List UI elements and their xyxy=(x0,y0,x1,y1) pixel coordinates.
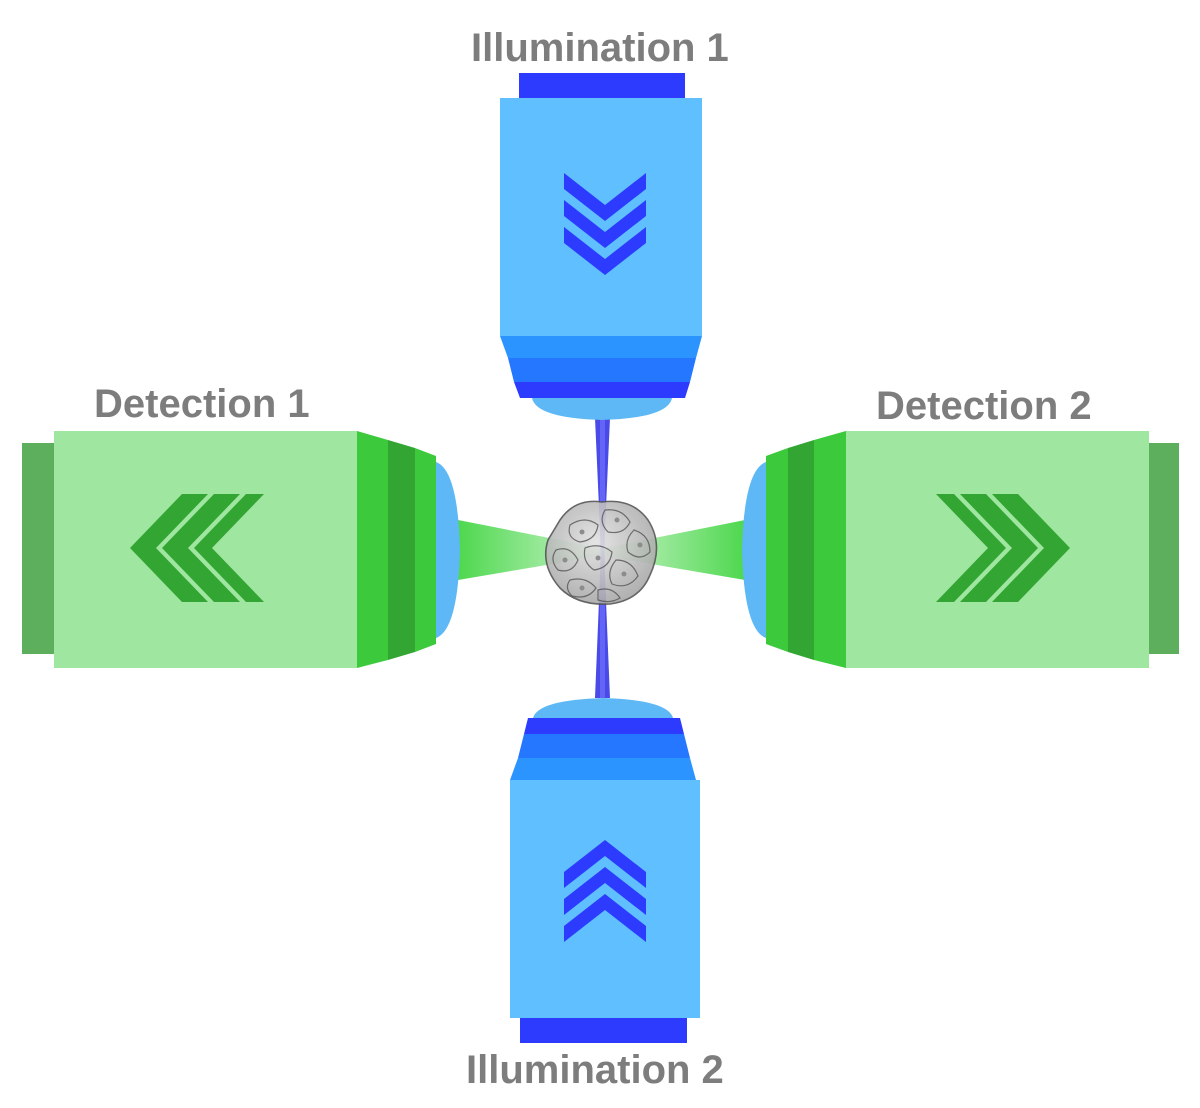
illumination-objective-2 xyxy=(510,698,700,1043)
illumination-1-label: Illumination 1 xyxy=(471,26,729,70)
detection-objective-2 xyxy=(742,431,1179,668)
chevron-down-icon xyxy=(564,173,646,275)
emission-cone-left xyxy=(458,520,600,580)
chevron-up-icon xyxy=(564,840,646,942)
emission-cone-right xyxy=(604,520,745,580)
chevron-right-icon xyxy=(936,494,1070,602)
sample-cell-cluster xyxy=(544,500,658,605)
detection-2-label: Detection 2 xyxy=(876,384,1092,428)
illumination-objective-1 xyxy=(500,73,702,420)
detection-objective-1 xyxy=(22,431,460,668)
detection-1-label: Detection 1 xyxy=(94,382,310,426)
chevron-left-icon xyxy=(130,494,264,602)
illumination-2-label: Illumination 2 xyxy=(466,1048,724,1092)
